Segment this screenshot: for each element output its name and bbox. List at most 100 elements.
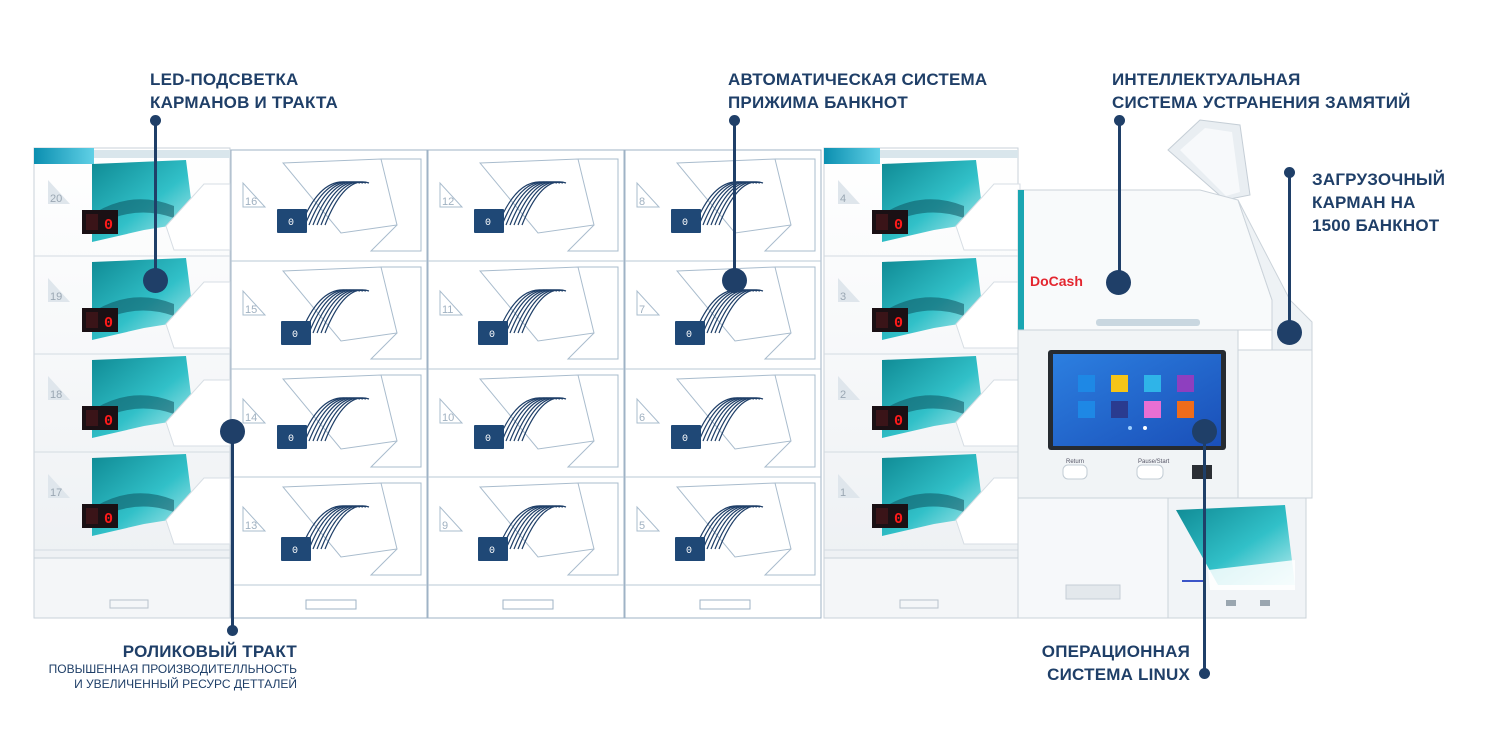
pocket-8: 80 [625,158,821,262]
pocket-10: 10 0 [428,374,624,478]
pocket-number: 8 [639,196,645,208]
pocket-number: 19 [50,291,62,303]
roller-callout-dot-bottom [227,625,238,636]
pocket-counter: 0 [894,511,903,528]
linux-callout-dot-bottom [1199,668,1210,679]
jam-callout-dot-top [1114,115,1125,126]
pocket-17: 17 0 [34,454,231,551]
pocket-number: 1 [840,487,846,499]
pocket-counter: 0 [682,434,688,445]
main-unit: DoCash Return Pause/Start [1017,119,1313,619]
pocket-counter: 0 [894,315,903,332]
pocket-number: 12 [442,196,454,208]
led-callout-dot [143,268,168,293]
pocket-6: 60 [625,374,821,478]
pocket-counter: 0 [292,546,298,557]
jam-callout-label: ИНТЕЛЛЕКТУАЛЬНАЯ СИСТЕМА УСТРАНЕНИЯ ЗАМЯ… [1112,70,1411,112]
pocket-2: 20 [824,356,1021,453]
press-callout-stem [733,120,736,280]
pocket-number: 3 [840,291,846,303]
pocket-number: 4 [840,193,846,205]
press-callout-dot-top [729,115,740,126]
pocket-counter: 0 [686,546,692,557]
hopper-callout-dot-top [1284,167,1295,178]
svg-text:Return: Return [1066,459,1084,465]
pocket-counter: 0 [489,330,495,341]
pocket-14: 14 0 [231,374,427,478]
pocket-16: 16 0 [231,158,427,262]
pocket-counter: 0 [894,413,903,430]
led-callout-stem [154,120,157,280]
pocket-counter: 0 [894,217,903,234]
app-tile[interactable] [1111,375,1128,392]
pocket-counter: 0 [104,413,113,430]
app-tile[interactable] [1144,375,1161,392]
pocket-number: 18 [50,389,62,401]
pocket-4: 40 [824,160,1021,257]
app-tile[interactable] [1111,401,1128,418]
press-callout-dot [722,268,747,293]
pocket-counter: 0 [489,546,495,557]
pocket-number: 9 [442,520,448,532]
hopper-callout-stem [1288,172,1291,332]
pocket-counter: 0 [104,511,113,528]
app-tile[interactable] [1078,375,1095,392]
left-pocket-module: 20 0 19 0 18 0 17 0 [33,147,231,619]
hopper-callout-dot [1277,320,1302,345]
pocket-number: 2 [840,389,846,401]
linux-callout-label: ОПЕРАЦИОННАЯ СИСТЕМА LINUX [1041,642,1190,684]
pocket-counter: 0 [104,217,113,234]
pocket-number: 13 [245,520,257,532]
pocket-counter: 0 [292,330,298,341]
pocket-number: 5 [639,520,645,532]
pocket-number: 20 [50,193,62,205]
jam-callout-stem [1118,120,1121,282]
pocket-19: 19 0 [34,258,231,355]
pocket-counter: 0 [288,434,294,445]
pocket-number: 11 [442,304,453,316]
pocket-9: 90 [428,482,624,586]
pocket-3: 30 [824,258,1021,355]
jam-callout-dot [1106,270,1131,295]
led-callout-dot-top [150,115,161,126]
pocket-number: 10 [442,412,454,424]
pocket-15: 15 0 [231,266,427,370]
pocket-5: 50 [625,482,821,586]
linux-callout-dot [1192,419,1217,444]
pocket-number: 6 [639,412,645,424]
linux-callout-stem [1203,432,1206,672]
pocket-13: 13 0 [231,482,427,586]
pocket-1: 10 [824,454,1021,551]
roller-callout-stem [231,432,234,632]
app-tile[interactable] [1078,401,1095,418]
roller-callout-title: РОЛИКОВЫЙ ТРАКТ [122,642,297,661]
app-tile[interactable] [1177,401,1194,418]
svg-text:Pause/Start: Pause/Start [1138,459,1170,465]
pocket-12: 120 [428,158,624,262]
pocket-number: 15 [245,304,257,316]
app-tile[interactable] [1177,375,1194,392]
pocket-11: 11 0 [428,266,624,370]
pocket-number: 7 [639,304,645,316]
brand-logo: DoCash [1030,273,1083,289]
hopper-callout-label: ЗАГРУЗОЧНЫЙ КАРМАН НА 1500 БАНКНОТ [1312,170,1446,235]
pocket-counter: 0 [288,218,294,229]
pocket-counter: 0 [485,434,491,445]
pocket-18: 18 0 [34,356,231,453]
pocket-counter: 0 [682,218,688,229]
roller-callout-subtitle: ПОВЫШЕННАЯ ПРОИЗВОДИТЕЛЛЬНОСТЬ И УВЕЛИЧЕ… [48,662,297,691]
pocket-number: 17 [50,487,62,499]
press-callout-label: АВТОМАТИЧЕСКАЯ СИСТЕМА ПРИЖИМА БАНКНОТ [728,70,988,112]
app-tile[interactable] [1144,401,1161,418]
pocket-number: 14 [245,412,257,424]
roller-callout-dot [220,419,245,444]
middle-module-a: 16 0 15 0 14 0 13 0 [230,149,428,619]
led-callout-label: LED-ПОДСВЕТКА КАРМАНОВ И ТРАКТА [150,70,338,112]
pocket-number: 16 [245,196,257,208]
pocket-counter: 0 [686,330,692,341]
pocket-counter: 0 [104,315,113,332]
